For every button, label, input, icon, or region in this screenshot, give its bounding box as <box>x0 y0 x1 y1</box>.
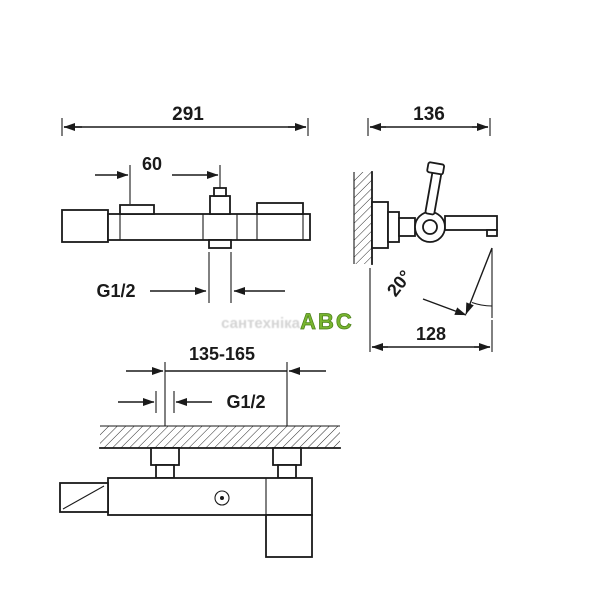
side-escutcheon <box>371 201 389 249</box>
front-view-mixer <box>61 187 311 249</box>
dim-label-projection: 128 <box>416 324 446 344</box>
watermark: сантехніка ABC <box>221 309 354 335</box>
side-spout <box>444 215 498 231</box>
front-body <box>107 213 311 241</box>
dimension-overall-width: 291 <box>61 104 309 136</box>
side-view-mixer <box>353 161 498 265</box>
wall-hatch-side <box>354 172 372 264</box>
dim-label-inlet-spacing: 135-165 <box>189 344 255 364</box>
dim-label-spout-offset: 60 <box>142 154 162 174</box>
wall-hatch-bottom <box>100 426 340 448</box>
side-lever-handle <box>424 161 446 216</box>
left-inlet-nut <box>150 447 180 466</box>
dim-label-spout-angle: 20° <box>383 266 416 300</box>
dim-label-top-thread: G1/2 <box>96 281 135 301</box>
dim-label-bottom-thread: G1/2 <box>226 392 265 412</box>
dimension-top-thread: G1/2 <box>96 252 285 303</box>
dimension-inlet-spacing: 135-165 <box>126 344 326 426</box>
spout-angle-indicator: 20° <box>383 247 493 318</box>
dim-label-overall-width: 291 <box>172 104 204 125</box>
dimension-bottom-thread: G1/2 <box>118 391 266 413</box>
dim-label-overall-depth: 136 <box>413 104 445 125</box>
dimension-projection: 128 <box>369 268 493 352</box>
body-detail-ring <box>214 490 230 506</box>
dimension-spout-offset: 60 <box>95 154 221 204</box>
watermark-shop-logo: ABC <box>300 309 354 334</box>
dimension-overall-depth: 136 <box>367 104 491 136</box>
right-inlet-nut <box>272 447 302 466</box>
watermark-faint-text: сантехніка <box>221 315 300 332</box>
front-bottom-thread-stub <box>208 239 232 249</box>
installed-body <box>107 477 313 516</box>
installed-view-mixer <box>59 425 341 558</box>
installed-down-spout <box>265 514 313 558</box>
front-spout-block <box>61 209 109 243</box>
